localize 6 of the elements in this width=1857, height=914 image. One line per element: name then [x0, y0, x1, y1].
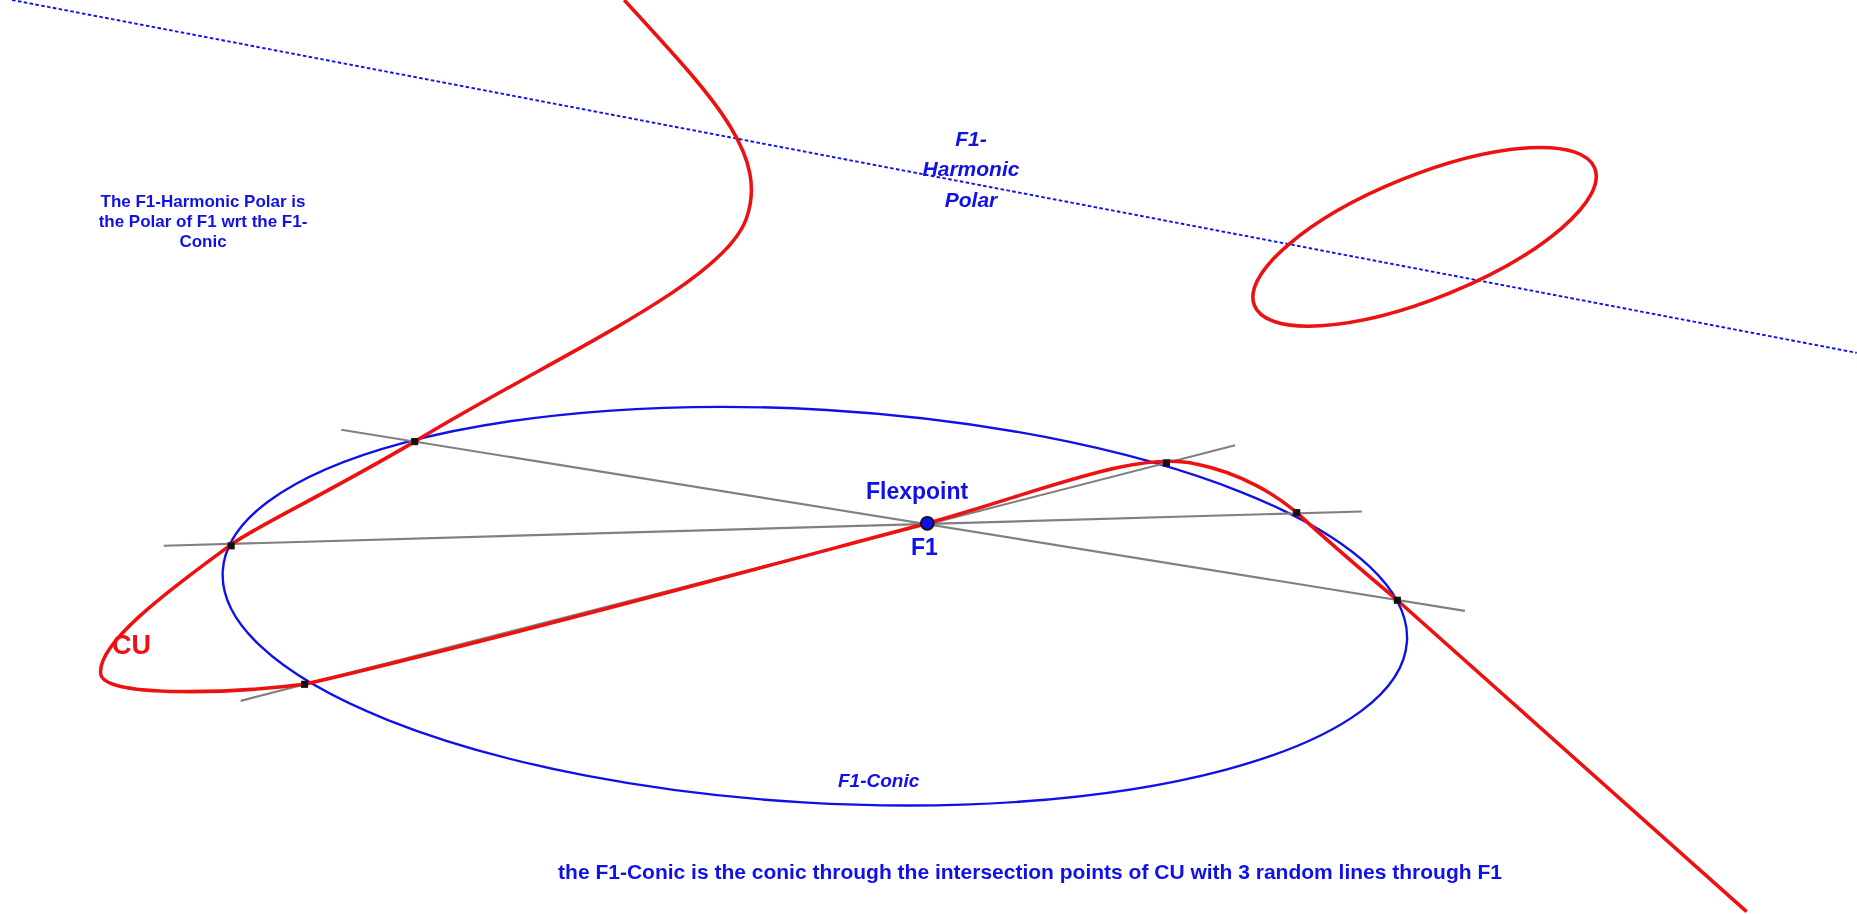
point-label: Flexpoint — [866, 478, 970, 505]
conic-label: F1-Conic — [838, 770, 921, 792]
point-label: F1 — [911, 534, 939, 561]
caption: the F1-Conic is the conic through the intersection points of CU with 3 random lines through F1 — [557, 860, 1503, 884]
line-label: F1- Harmonic Polar — [921, 126, 1021, 213]
note-text: The F1-Harmonic Polar is the Polar of F1 wrt the F1-Conic — [97, 192, 309, 252]
